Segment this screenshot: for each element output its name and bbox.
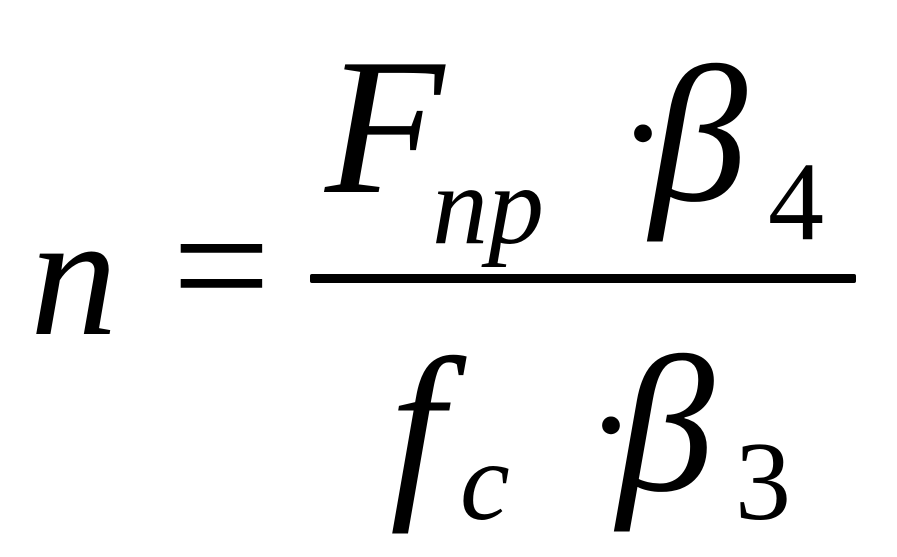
- numerator-beta: β: [650, 27, 748, 243]
- numerator-f: F: [325, 19, 445, 235]
- lhs-variable-n: n: [30, 178, 118, 372]
- numerator-beta-subscript: 4: [768, 140, 824, 264]
- numerator-f-subscript: пр: [432, 144, 544, 268]
- equals-sign: =: [172, 168, 271, 362]
- fraction-bar: [310, 274, 856, 283]
- denominator-multiply-dot: ·: [586, 342, 636, 508]
- numerator-multiply-dot: ·: [618, 50, 668, 216]
- denominator-f-subscript: c: [460, 420, 510, 544]
- denominator-f: f: [390, 319, 445, 535]
- denominator-beta-subscript: 3: [735, 420, 791, 544]
- denominator-beta: β: [617, 317, 715, 533]
